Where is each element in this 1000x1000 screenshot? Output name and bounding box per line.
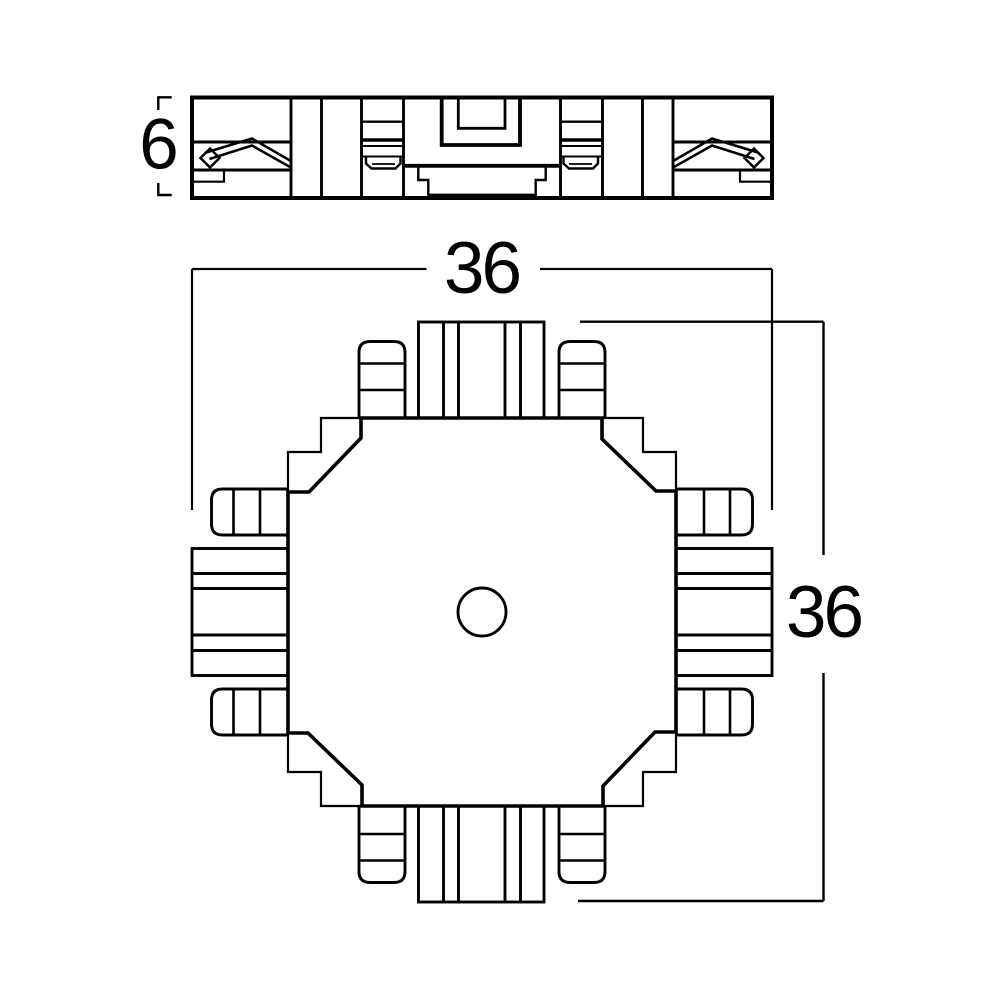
arm-block-left: [190, 547, 290, 677]
arm-block-left-outline: [190, 547, 290, 677]
contact-right-tip: [562, 157, 600, 170]
arm-block-right: [674, 547, 774, 677]
tab-top-right-lines: [559, 362, 605, 392]
dim-thickness: [157, 96, 172, 197]
arm-block-top-dividers: [442, 322, 522, 418]
tab-left-upper-lines: [232, 489, 262, 535]
arm-block-left-dividers: [192, 572, 288, 652]
dim-thickness-bracket-bottom: [157, 183, 172, 197]
base-plate-outline: [286, 416, 678, 808]
center-notch-inner: [456, 97, 507, 130]
dim-width: [190, 267, 774, 510]
dim-width-extension-lines: [190, 269, 774, 510]
tab-left-lower-lines: [232, 689, 262, 735]
latch-tabs-top: [357, 340, 607, 418]
center-hole: [456, 586, 508, 638]
latch-tabs-right: [676, 487, 754, 737]
arm-block-right-dividers: [676, 572, 772, 652]
spring-clip-left: [198, 137, 291, 170]
spring-strip-left: [205, 137, 291, 169]
contact-right-lines: [560, 145, 603, 158]
arm-block-right-outline: [674, 547, 774, 677]
tab-bottom-left-lines: [359, 832, 405, 862]
dim-height-leader-lines: [578, 320, 824, 903]
dim-thickness-label: 6: [139, 106, 179, 185]
dim-height: [578, 320, 825, 903]
tab-left-lower: [210, 687, 288, 737]
contact-block-right: [560, 120, 603, 170]
tab-left-upper: [210, 487, 288, 537]
center-notch-outer: [439, 97, 522, 147]
dim-width-label: 36: [444, 228, 520, 309]
contact-left-lines: [361, 145, 404, 158]
contact-block-left: [361, 120, 404, 170]
arm-block-bottom-dividers: [442, 806, 522, 902]
bottom-tray: [417, 165, 547, 196]
tab-right-lower-lines: [702, 689, 732, 735]
arm-block-top: [417, 320, 546, 420]
tab-bottom-right-lines: [559, 832, 605, 862]
tab-right-upper: [676, 487, 754, 537]
arm-block-bottom-outline: [417, 804, 546, 904]
arm-block-bottom: [417, 804, 546, 904]
side-internal-walls: [289, 97, 675, 198]
tab-right-lower: [676, 687, 754, 737]
arm-block-top-outline: [417, 320, 546, 420]
dim-thickness-bracket-top: [157, 96, 172, 110]
tab-right-upper-lines: [702, 489, 732, 535]
tab-bottom-right: [557, 806, 607, 884]
plan-view: [190, 320, 774, 904]
tab-top-left-lines: [359, 362, 405, 392]
spring-pad-left: [198, 146, 222, 170]
latch-tabs-left: [210, 487, 288, 737]
tab-top-left: [357, 340, 407, 418]
latch-tabs-bottom: [357, 806, 607, 884]
side-corner-steps: [192, 170, 772, 183]
side-view: [190, 95, 774, 200]
tab-bottom-left: [357, 806, 407, 884]
side-outline: [190, 95, 774, 200]
dim-height-label: 36: [786, 572, 862, 653]
spring-pad-right: [742, 146, 766, 170]
spring-strip-right: [673, 137, 759, 169]
tab-top-right: [557, 340, 607, 418]
spring-clip-right: [673, 137, 766, 170]
contact-left-tip: [364, 157, 402, 170]
